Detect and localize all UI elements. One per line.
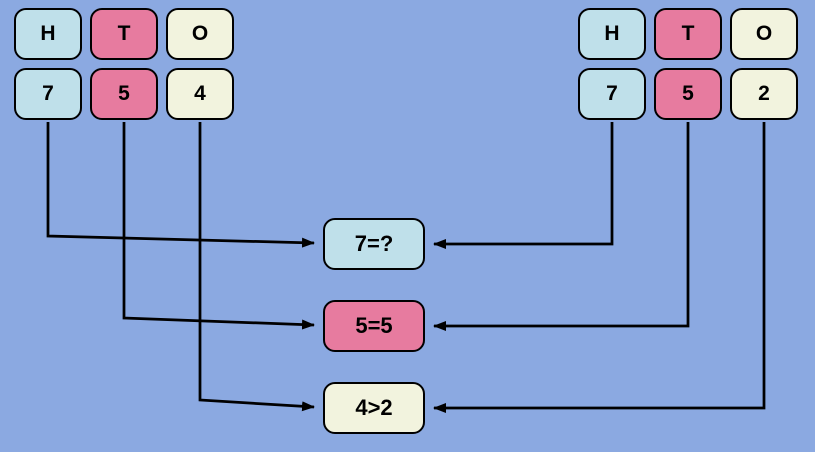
arrow-right-ones	[433, 122, 766, 413]
arrow-right-tens	[433, 122, 690, 331]
arrow-left-tens	[122, 122, 315, 330]
comparison-hundreds: 7=?	[323, 218, 425, 270]
right-header-ones: O	[730, 8, 798, 60]
left-header-tens: T	[90, 8, 158, 60]
left-digit-ones: 4	[166, 68, 234, 120]
right-header-hundreds: H	[578, 8, 646, 60]
left-digit-tens: 5	[90, 68, 158, 120]
comparison-ones: 4>2	[323, 382, 425, 434]
arrow-left-hundreds	[46, 122, 315, 248]
arrow-left-ones	[198, 122, 315, 412]
right-header-tens: T	[654, 8, 722, 60]
comparison-tens: 5=5	[323, 300, 425, 352]
right-digit-ones: 2	[730, 68, 798, 120]
left-header-hundreds: H	[14, 8, 82, 60]
right-digit-tens: 5	[654, 68, 722, 120]
left-digit-hundreds: 7	[14, 68, 82, 120]
arrow-right-hundreds	[433, 122, 614, 249]
left-header-ones: O	[166, 8, 234, 60]
right-digit-hundreds: 7	[578, 68, 646, 120]
